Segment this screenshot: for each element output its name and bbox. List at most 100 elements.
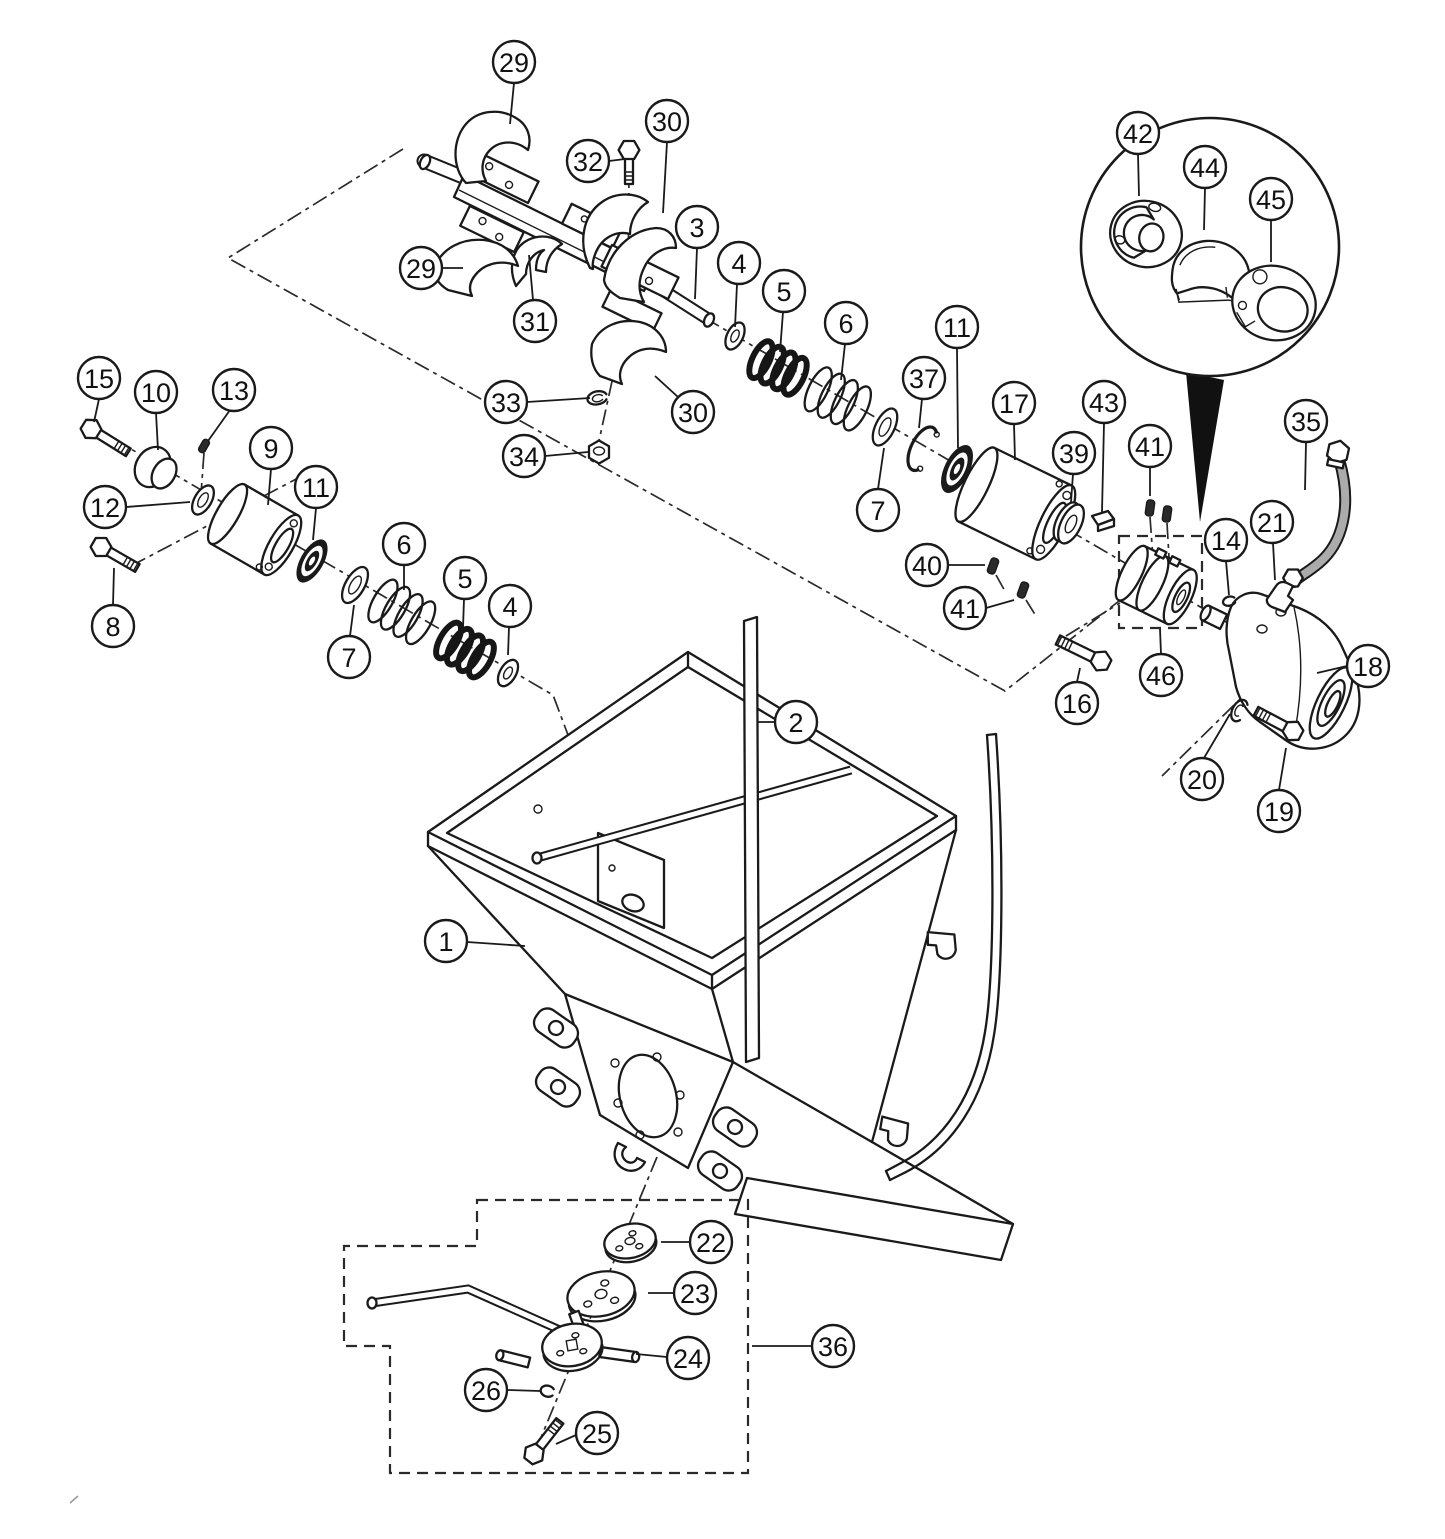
coupler-46 xyxy=(1114,544,1198,626)
callout-14: 14 xyxy=(1203,517,1249,596)
bearing-housing-17 xyxy=(954,446,1077,561)
spinner-dashed-region xyxy=(342,1198,750,1475)
bolt-32 xyxy=(617,139,641,186)
svg-text:7: 7 xyxy=(870,496,885,526)
callout-8: 8 xyxy=(90,567,136,649)
svg-text:21: 21 xyxy=(1257,508,1287,538)
callout-5a: 5 xyxy=(761,268,807,353)
callout-4a: 4 xyxy=(716,240,762,328)
callout-41a: 41 xyxy=(1127,423,1173,496)
svg-text:39: 39 xyxy=(1059,439,1089,469)
svg-text:45: 45 xyxy=(1256,185,1286,215)
svg-text:41: 41 xyxy=(1135,432,1165,462)
callout-26: 26 xyxy=(463,1367,541,1413)
cap-10 xyxy=(133,445,178,490)
callout-34: 34 xyxy=(501,433,589,479)
svg-text:4: 4 xyxy=(731,249,746,279)
callout-39: 39 xyxy=(1051,430,1097,503)
callout-20: 20 xyxy=(1179,713,1231,802)
svg-text:41: 41 xyxy=(950,594,980,624)
callout-43: 43 xyxy=(1081,379,1127,513)
svg-text:25: 25 xyxy=(582,1419,612,1449)
callout-3: 3 xyxy=(674,204,720,300)
callout-40: 40 xyxy=(904,542,985,588)
callout-13: 13 xyxy=(207,367,257,442)
bearing-housing-9 xyxy=(206,482,303,577)
callout-19: 19 xyxy=(1256,747,1302,834)
callout-11b: 11 xyxy=(293,464,339,541)
callout-15: 15 xyxy=(76,355,122,423)
svg-text:23: 23 xyxy=(680,1279,710,1309)
svg-text:6: 6 xyxy=(838,309,853,339)
callout-25: 25 xyxy=(555,1410,620,1456)
svg-text:5: 5 xyxy=(776,277,791,307)
bolt-16 xyxy=(1054,634,1113,672)
svg-text:14: 14 xyxy=(1211,526,1241,556)
washer-7 xyxy=(871,407,899,447)
svg-text:20: 20 xyxy=(1187,765,1217,795)
key-43 xyxy=(1090,509,1116,533)
svg-text:29: 29 xyxy=(499,48,529,78)
disc-22 xyxy=(603,1222,658,1264)
svg-text:13: 13 xyxy=(219,376,249,406)
svg-text:42: 42 xyxy=(1123,119,1153,149)
callout-23: 23 xyxy=(648,1270,718,1316)
svg-text:11: 11 xyxy=(943,313,971,343)
tine xyxy=(582,193,650,271)
svg-text:34: 34 xyxy=(509,442,539,472)
callout-33: 33 xyxy=(483,379,591,425)
svg-text:2: 2 xyxy=(788,708,803,738)
svg-text:15: 15 xyxy=(84,364,114,394)
callout-12: 12 xyxy=(82,484,191,530)
svg-text:30: 30 xyxy=(678,398,708,428)
callout-11a: 11 xyxy=(934,304,980,449)
callout-10: 10 xyxy=(133,369,179,451)
svg-text:12: 12 xyxy=(90,493,120,523)
svg-text:24: 24 xyxy=(673,1344,703,1374)
spring-6 xyxy=(803,366,873,432)
svg-text:44: 44 xyxy=(1190,153,1220,183)
bar-clip xyxy=(926,931,957,960)
washer-39 xyxy=(1052,501,1086,545)
coupler-dashed-box xyxy=(1117,534,1204,630)
svg-text:1: 1 xyxy=(438,927,453,957)
svg-text:40: 40 xyxy=(912,551,942,581)
left-bearing-chain xyxy=(79,418,520,688)
callout-35: 35 xyxy=(1283,398,1329,491)
spinner-hub-24 xyxy=(541,1322,604,1373)
svg-text:5: 5 xyxy=(457,564,472,594)
clip-14 xyxy=(1221,595,1237,607)
motor-group xyxy=(1199,439,1361,750)
svg-text:30: 30 xyxy=(652,107,682,137)
callout-45: 45 xyxy=(1248,176,1294,262)
callout-9: 9 xyxy=(248,425,294,506)
washer-4 xyxy=(724,321,746,351)
callout-7a: 7 xyxy=(326,604,372,680)
bolt-25 xyxy=(523,1416,565,1466)
callout-17: 17 xyxy=(991,380,1037,461)
bearing-11 xyxy=(296,539,328,583)
svg-text:4: 4 xyxy=(502,592,517,622)
svg-text:31: 31 xyxy=(520,307,550,337)
agitator-rods xyxy=(531,615,853,1064)
callout-16: 16 xyxy=(1054,667,1100,726)
svg-text:17: 17 xyxy=(999,389,1029,419)
callout-6a: 6 xyxy=(823,300,869,381)
svg-text:29: 29 xyxy=(406,254,436,284)
callout-21: 21 xyxy=(1249,499,1295,581)
hopper-body xyxy=(426,650,1015,1262)
callout-18: 18 xyxy=(1316,643,1391,689)
callout-44: 44 xyxy=(1182,144,1228,231)
agitator-assembly xyxy=(416,110,716,465)
bolt-15 xyxy=(79,418,132,458)
svg-text:8: 8 xyxy=(105,612,120,642)
right-bearing-chain xyxy=(724,321,1204,672)
callout-42: 42 xyxy=(1115,110,1161,197)
bolt-8 xyxy=(89,536,141,574)
callout-31: 31 xyxy=(512,254,558,344)
coupler-collar-45 xyxy=(1231,264,1317,342)
svg-text:32: 32 xyxy=(573,147,603,177)
callout-22: 22 xyxy=(661,1219,734,1265)
spinner-group xyxy=(342,1198,750,1475)
